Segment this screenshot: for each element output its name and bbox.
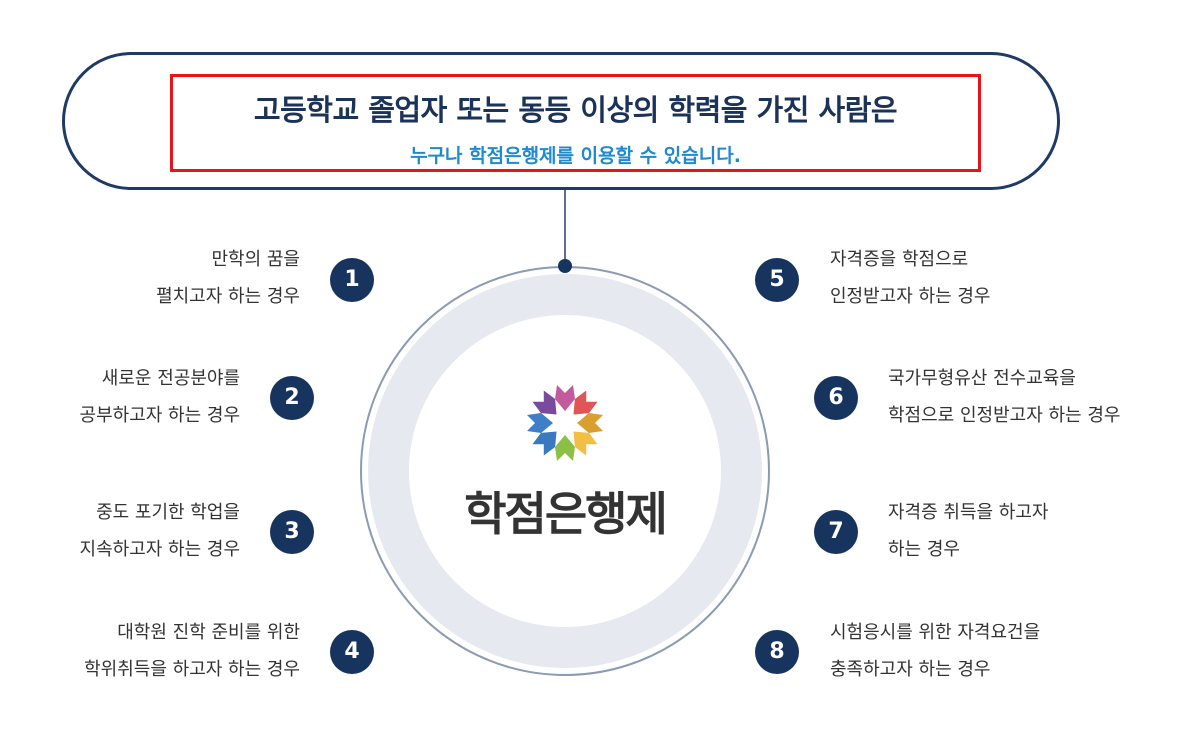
header-pill [62, 52, 1060, 190]
case-number-4: 4 [330, 630, 374, 674]
logo-petal [527, 413, 553, 433]
case-number-5: 5 [755, 258, 799, 302]
logo-petal [577, 413, 603, 433]
logo-petal [555, 385, 575, 411]
logo-petal [532, 431, 557, 456]
logo-petal [555, 435, 575, 461]
case-number-7: 7 [814, 510, 858, 554]
case-number-3: 3 [270, 510, 314, 554]
case-number-6: 6 [814, 376, 858, 420]
logo-petal [573, 431, 598, 456]
connector-line [564, 190, 566, 266]
case-number-1: 1 [330, 258, 374, 302]
header-subtitle: 누구나 학점은행제를 이용할 수 있습니다. [410, 145, 741, 167]
case-number-8: 8 [755, 630, 799, 674]
brand-name: 학점은행제 [464, 487, 668, 541]
highlight-box: 고등학교 졸업자 또는 동등 이상의 학력을 가진 사람은 누구나 학점은행제를… [170, 74, 981, 172]
inner-circle [409, 315, 721, 627]
logo-petal [573, 390, 598, 415]
flower-logo-icon [527, 385, 603, 461]
case-number-2: 2 [270, 376, 314, 420]
connector-dot [558, 259, 572, 273]
logo-petal [532, 390, 557, 415]
header-title: 고등학교 졸업자 또는 동등 이상의 학력을 가진 사람은 [253, 93, 898, 127]
